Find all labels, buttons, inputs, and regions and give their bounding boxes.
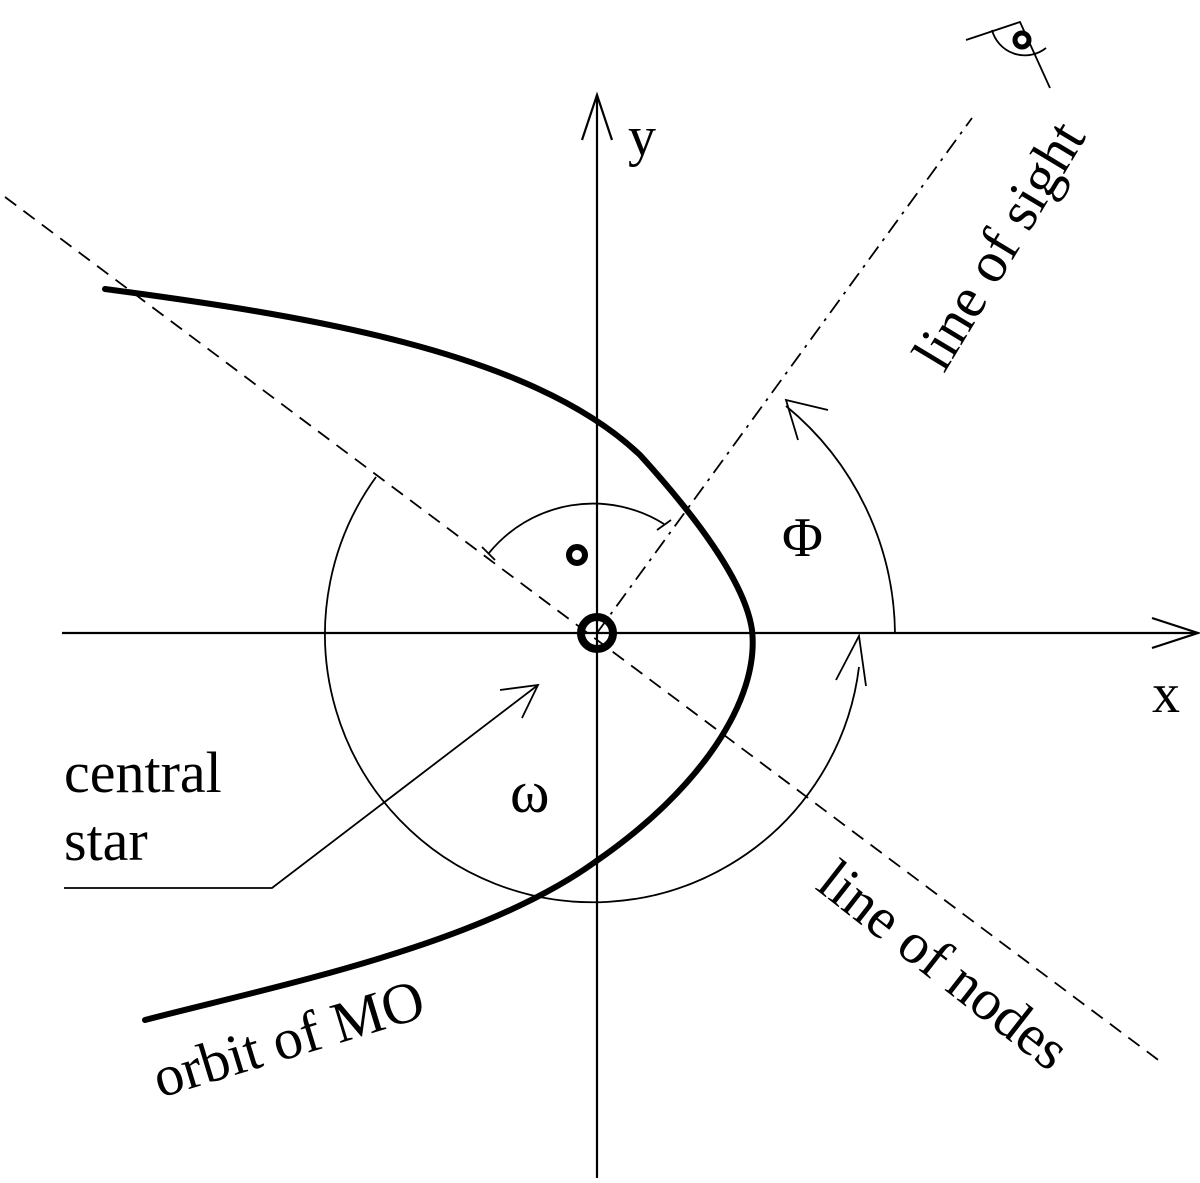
line-of-nodes-label: line of nodes bbox=[806, 847, 1082, 1083]
phi-arc bbox=[785, 405, 896, 634]
line-of-sight bbox=[596, 117, 973, 634]
orbit-label: orbit of MO bbox=[145, 966, 432, 1110]
x-axis-label: x bbox=[1152, 663, 1180, 725]
y-axis-arrowhead bbox=[580, 91, 614, 141]
central-star-label-line2: star bbox=[64, 808, 148, 873]
omega-label: ω bbox=[510, 759, 550, 825]
central-star-label-line1: central bbox=[64, 740, 222, 805]
right-angle-dot-marker bbox=[566, 544, 588, 566]
phi-label: Φ bbox=[782, 507, 823, 569]
omega-arc bbox=[324, 476, 860, 904]
orbit-curve bbox=[102, 286, 756, 1023]
line-of-sight-label: line of sight bbox=[899, 110, 1097, 381]
central-star-pointer-arrowhead bbox=[499, 683, 540, 719]
right-angle-tick-left bbox=[481, 546, 496, 561]
right-angle-tick-right bbox=[656, 519, 672, 531]
y-axis-label: y bbox=[628, 106, 656, 168]
right-angle-arc bbox=[488, 502, 665, 554]
x-axis-arrowhead bbox=[1151, 616, 1200, 650]
phi-arrowhead bbox=[784, 398, 829, 441]
omega-arrowhead bbox=[835, 633, 867, 687]
observer-eye-icon bbox=[965, 20, 1051, 89]
central-star bbox=[577, 613, 617, 653]
central-star-pointer-line bbox=[64, 684, 539, 889]
